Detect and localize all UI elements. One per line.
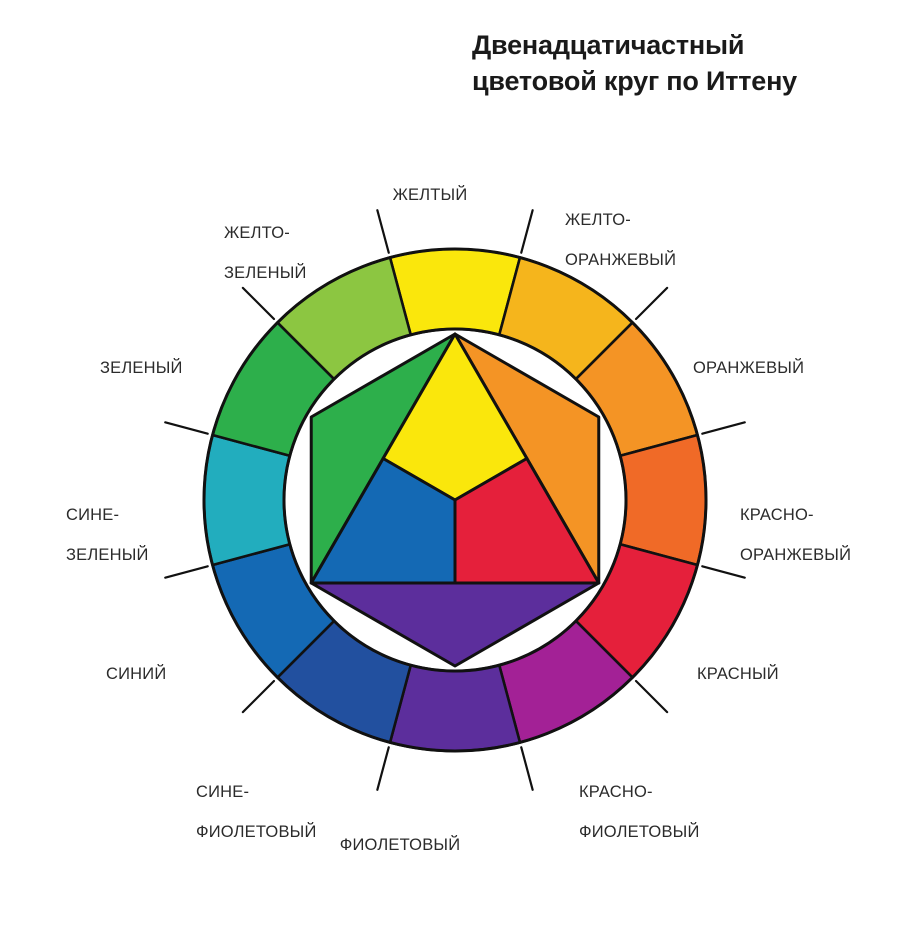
ring-label-green: ЗЕЛЕНЫЙ	[100, 338, 270, 398]
color-wheel-figure: ЖЕЛТЫЙ ЖЕЛТО- ОРАНЖЕВЫЙ ОРАНЖЕВЫЙ КРАСНО…	[0, 150, 910, 910]
sector-divider-tick	[241, 286, 276, 321]
ring-label-blue-green-line2: ЗЕЛЕНЫЙ	[66, 546, 149, 565]
ring-label-red-violet-line1: КРАСНО-	[579, 783, 653, 802]
ring-label-blue-violet-line1: СИНЕ-	[196, 783, 250, 802]
sector-divider-tick	[634, 286, 669, 321]
sector-tick-lines	[164, 209, 746, 791]
ring-label-blue-green-line1: СИНЕ-	[66, 506, 120, 525]
ring-label-yellow-orange-line2: ОРАНЖЕВЫЙ	[565, 251, 677, 270]
ring-inner-boundary-circle	[282, 327, 628, 673]
ring-label-blue-violet-line2: ФИОЛЕТОВЫЙ	[196, 823, 317, 842]
sector-divider-tick	[376, 746, 390, 791]
sector-divider-tick	[701, 565, 746, 579]
ring-label-yellow-orange-line1: ЖЕЛТО-	[565, 211, 631, 230]
sector-divider-tick	[241, 679, 276, 714]
page-title-line-1: Двенадцатичастный	[472, 30, 745, 60]
page-title: Двенадцатичастный цветовой круг по Иттен…	[472, 28, 892, 99]
primary-color-triangle	[309, 332, 601, 585]
ring-label-red-orange-line1: КРАСНО-	[740, 506, 814, 525]
ring-label-yellow: ЖЕЛТЫЙ	[330, 165, 530, 225]
ring-label-yellow-orange: ЖЕЛТО- ОРАНЖЕВЫЙ	[565, 190, 755, 291]
sector-divider-tick	[376, 209, 390, 254]
ring-label-red: КРАСНЫЙ	[697, 644, 877, 704]
ring-label-blue: СИНИЙ	[106, 644, 266, 704]
outer-hue-ring	[202, 247, 708, 753]
ring-label-yellow-green-line2: ЗЕЛЕНЫЙ	[224, 264, 307, 283]
sector-divider-tick	[164, 421, 209, 435]
hue-sector-violet[interactable]	[388, 663, 522, 753]
ring-label-blue-green: СИНЕ- ЗЕЛЕНЫЙ	[66, 485, 226, 586]
ring-label-red-line1: КРАСНЫЙ	[697, 665, 779, 684]
page-title-line-2: цветовой круг по Иттену	[472, 65, 798, 96]
ring-label-orange-line1: ОРАНЖЕВЫЙ	[693, 359, 805, 378]
ring-label-red-orange-line2: ОРАНЖЕВЫЙ	[740, 546, 852, 565]
color-wheel-svg	[164, 209, 746, 791]
hue-sector-red-orange[interactable]	[618, 433, 708, 567]
ring-label-yellow-line1: ЖЕЛТЫЙ	[392, 186, 468, 205]
ring-label-blue-line1: СИНИЙ	[106, 665, 167, 684]
sector-divider-tick	[164, 565, 209, 579]
hue-sector-yellow[interactable]	[388, 247, 522, 337]
ring-label-green-line1: ЗЕЛЕНЫЙ	[100, 359, 183, 378]
ring-outer-boundary-circle	[202, 247, 708, 753]
ring-label-blue-violet: СИНЕ- ФИОЛЕТОВЫЙ	[196, 762, 386, 863]
sector-divider-tick	[520, 209, 534, 254]
ring-label-yellow-green-line1: ЖЕЛТО-	[224, 224, 290, 243]
ring-label-orange: ОРАНЖЕВЫЙ	[693, 338, 893, 398]
sector-divider-tick	[520, 746, 534, 791]
sector-divider-tick	[634, 679, 669, 714]
ring-label-violet-line1: ФИОЛЕТОВЫЙ	[339, 836, 461, 855]
ring-label-violet: ФИОЛЕТОВЫЙ	[285, 815, 515, 875]
ring-label-yellow-green: ЖЕЛТО- ЗЕЛЕНЫЙ	[224, 203, 394, 304]
ring-label-red-violet: КРАСНО- ФИОЛЕТОВЫЙ	[579, 762, 759, 863]
sector-divider-tick	[701, 421, 746, 435]
ring-label-red-violet-line2: ФИОЛЕТОВЫЙ	[579, 823, 700, 842]
ring-label-red-orange: КРАСНО- ОРАНЖЕВЫЙ	[740, 485, 910, 586]
primary-tri-blue[interactable]	[309, 457, 457, 585]
